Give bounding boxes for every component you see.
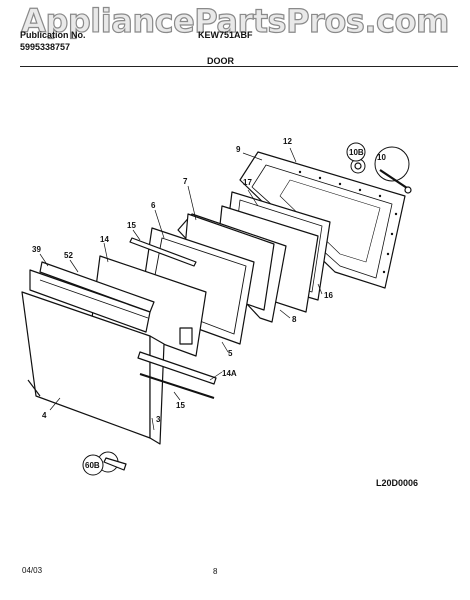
footer-page-number: 8 — [213, 567, 218, 576]
model-number: KEW751ABF — [198, 30, 253, 40]
callout-4: 4 — [42, 411, 47, 420]
figure-code: L20D0006 — [376, 478, 419, 488]
part-door-handle — [29, 269, 151, 333]
callout-6: 6 — [151, 201, 156, 210]
callout-7: 7 — [183, 177, 188, 186]
callout-15-bottom: 15 — [176, 401, 185, 410]
callout-10b: 10B — [349, 148, 364, 157]
part-bottom-trim — [137, 351, 217, 385]
callout-15-top: 15 — [127, 221, 136, 230]
callout-10: 10 — [377, 153, 386, 162]
callout-10b-circle — [346, 142, 366, 162]
publication-label: Publication No. — [20, 30, 86, 40]
callout-14: 14 — [100, 235, 109, 244]
callout-12: 12 — [283, 137, 292, 146]
publication-number: 5995338757 — [20, 42, 71, 52]
callout-10-circle — [374, 146, 410, 182]
callout-5: 5 — [228, 349, 233, 358]
site-watermark: AppliancePartsPros.com — [21, 1, 450, 40]
header-divider — [20, 66, 458, 67]
part-door-frame — [149, 335, 165, 445]
part-hinge-screw — [379, 169, 411, 191]
callout-17: 17 — [243, 178, 252, 187]
callout-16: 16 — [324, 291, 333, 300]
callout-8: 8 — [292, 315, 297, 324]
section-title: DOOR — [207, 56, 234, 66]
callout-14a: 14A — [222, 369, 237, 378]
callout-9: 9 — [236, 145, 241, 154]
footer-date: 04/03 — [22, 566, 43, 575]
part-trim-15-top — [129, 237, 197, 267]
callout-60b: 60B — [85, 461, 100, 470]
callout-3: 3 — [156, 415, 161, 424]
callout-39: 39 — [32, 245, 41, 254]
callout-52: 52 — [64, 251, 73, 260]
callout-60b-circle — [82, 454, 104, 476]
